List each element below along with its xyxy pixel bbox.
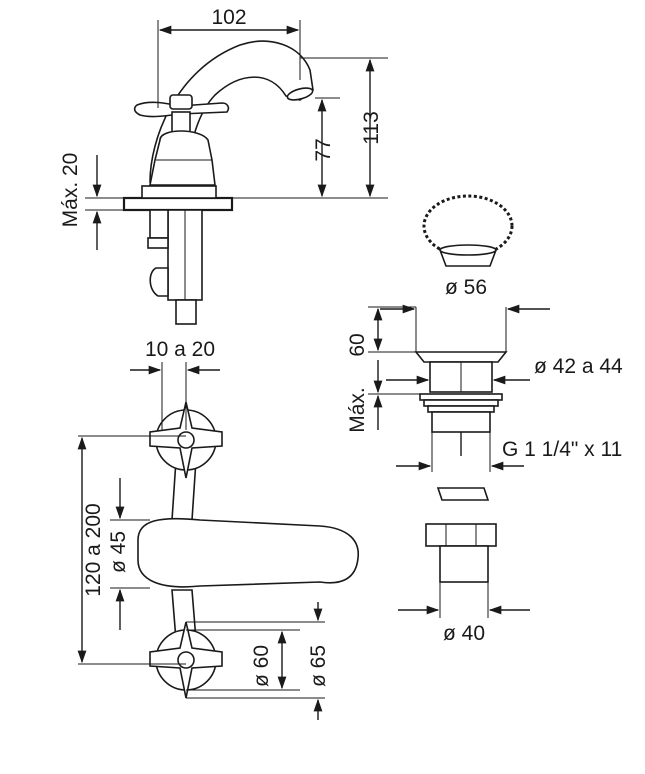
dim-rosette-large: ø 65 <box>307 645 330 687</box>
dim-centers: 120 a 200 <box>82 503 105 596</box>
top-view-dimensions: 10 a 20 120 a 200 ø 45 ø 60 ø 65 <box>77 338 330 720</box>
side-view-dimensions: 102 113 77 Máx. 20 <box>59 6 388 250</box>
dim-total-height: 113 <box>360 111 383 144</box>
dim-spout-height: 77 <box>312 138 335 161</box>
dim-waste-diameter: ø 42 a 44 <box>534 355 623 378</box>
dim-nut-diameter: ø 40 <box>443 622 485 645</box>
dim-body-diameter: ø 45 <box>107 531 130 573</box>
faucet-side-view <box>122 40 314 325</box>
lower-cross-handle <box>149 621 223 699</box>
dim-max-deck: Máx. 20 <box>59 153 82 228</box>
dim-rosette-small: ø 60 <box>250 645 273 687</box>
dim-plug-diameter: ø 56 <box>445 276 487 299</box>
dim-thread: G 1 1/4" x 11 <box>502 438 622 461</box>
faucet-top-view <box>137 401 359 699</box>
waste-dimensions: 60 ø 42 a 44 Máx. G 1 1/4" x 11 ø 40 <box>346 304 623 645</box>
dim-waste-max: Máx. <box>346 387 369 433</box>
upper-cross-handle <box>149 401 223 479</box>
waste-assembly <box>414 351 508 583</box>
dim-waste-height: 60 <box>346 333 369 356</box>
dim-spout-reach: 102 <box>211 6 246 29</box>
plug-with-chain: ø 56 <box>422 194 514 299</box>
dim-handle-offset: 10 a 20 <box>145 338 215 361</box>
